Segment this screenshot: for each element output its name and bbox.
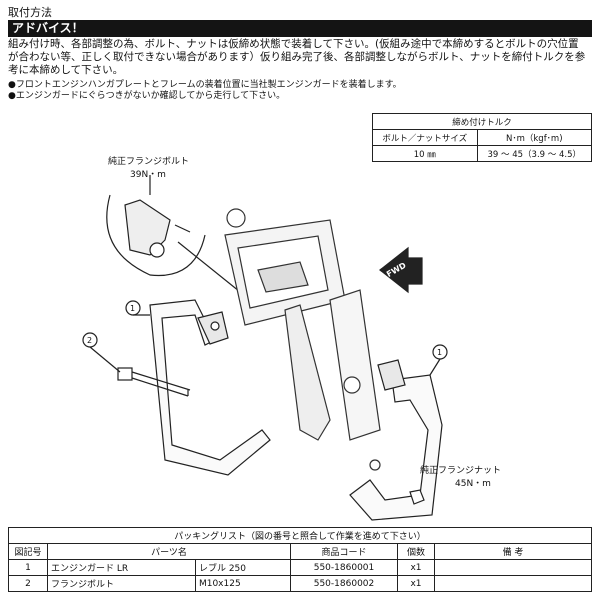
- bolt-detail-part: [124, 199, 171, 256]
- row-no: 2: [8, 575, 48, 592]
- advice-heading: アドバイス！: [8, 20, 592, 37]
- row-spec: レブル 250: [194, 559, 292, 576]
- packing-list-title: パッキングリスト（図の番号と照合して作業を進めて下さい）: [8, 527, 592, 544]
- col-header: 図記号: [8, 543, 48, 560]
- note-item: ●フロントエンジンハンガプレートとフレームの装着位置に当社製エンジンガードを装着…: [8, 80, 402, 90]
- row-qty: x1: [397, 575, 435, 592]
- col-header: 商品コード: [290, 543, 398, 560]
- bolt-detail-inset: [106, 194, 206, 277]
- nut-label: 純正フランジナット: [420, 464, 501, 476]
- row-spec: M10x125: [194, 575, 292, 592]
- page-title: 取付方法: [8, 6, 52, 19]
- bolt-torque: 39N・m: [130, 170, 166, 180]
- advice-line: が合わない等、正しく取付できない場合があります）仮り組み完了後、各部調整しながら…: [8, 51, 586, 63]
- table-row: 1 エンジンガード LR レブル 250 550-1860001 x1: [8, 559, 592, 576]
- col-header: パーツ名: [47, 543, 291, 560]
- frame-assembly: [224, 208, 381, 471]
- note-item: ●エンジンガードにぐらつきがないか確認してから走行して下さい。: [8, 91, 286, 101]
- fwd-arrow-icon: [379, 246, 423, 294]
- col-header: 備 考: [434, 543, 592, 560]
- nut-torque: 45N・m: [455, 479, 491, 489]
- row-note: [434, 575, 592, 592]
- packing-list-table: パッキングリスト（図の番号と照合して作業を進めて下さい） 図記号 パーツ名 商品…: [8, 527, 592, 592]
- packing-list: パッキングリスト（図の番号と照合して作業を進めて下さい） 図記号 パーツ名 商品…: [8, 527, 592, 592]
- callout-number: 2: [87, 336, 92, 345]
- row-name: エンジンガード LR: [47, 559, 196, 576]
- row-code: 550-1860002: [290, 575, 398, 592]
- row-code: 550-1860001: [290, 559, 398, 576]
- bolt-label: 純正フランジボルト: [108, 155, 189, 167]
- row-no: 1: [8, 559, 48, 576]
- installation-diagram: 純正フランジボルト 39N・m 純正フランジナット 45N・m FWD 1 2 …: [82, 155, 501, 521]
- callout-number: 1: [437, 348, 442, 357]
- row-qty: x1: [397, 559, 435, 576]
- flange-nut: [409, 489, 425, 505]
- advice-line: 考に本締めして下さい。: [8, 64, 124, 76]
- col-header: 個数: [397, 543, 435, 560]
- table-row: 2 フランジボルト M10x125 550-1860002 x1: [8, 575, 592, 592]
- flange-bolt: [117, 367, 191, 397]
- notes: ●フロントエンジンハンガプレートとフレームの装着位置に当社製エンジンガードを装着…: [8, 80, 592, 102]
- right-engine-guard: [349, 374, 443, 521]
- row-note: [434, 559, 592, 576]
- row-name: フランジボルト: [47, 575, 196, 592]
- torque-table: 締め付けトルク ボルト／ナットサイズ N･m（kgf･m) 10 ㎜ 39 ～ …: [372, 113, 593, 162]
- torque-size: 10 ㎜: [372, 145, 478, 162]
- advice-line: 組み付け時、各部調整の為、ボルト、ナットは仮締め状態で装着して下さい。(仮組み途…: [8, 38, 579, 50]
- torque-table-title: 締め付けトルク: [372, 113, 592, 130]
- callout-number: 1: [130, 304, 135, 313]
- torque-value: 39 ～ 45（3.9 ～ 4.5）: [476, 145, 593, 162]
- advice-body: 組み付け時、各部調整の為、ボルト、ナットは仮締め状態で装着して下さい。(仮組み途…: [8, 38, 592, 77]
